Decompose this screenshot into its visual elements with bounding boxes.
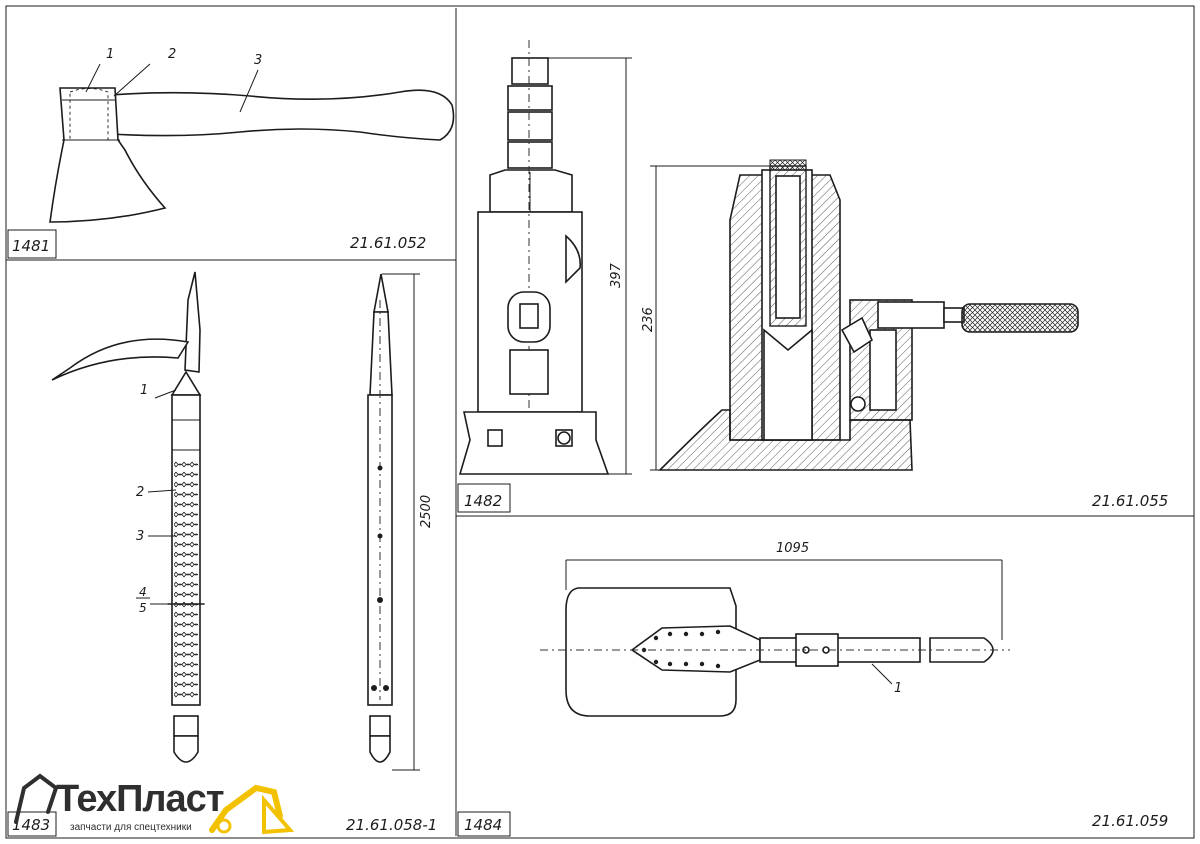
panel-1484: 1095 1 1484 21.61.059 — [457, 541, 1168, 837]
callout-4: 4 — [139, 585, 147, 599]
logo-brand: ТехПласт — [56, 778, 224, 821]
axe-drawing — [49, 63, 455, 223]
dimension-2500: 2500 — [419, 495, 434, 528]
shovel-drawing — [540, 559, 1010, 717]
sheet-frame — [5, 5, 1195, 839]
panel-number: 1481 — [12, 237, 50, 255]
panel-code: 21.61.055 — [1092, 492, 1168, 510]
callout-1: 1 — [894, 681, 902, 696]
panel-code: 21.61.052 — [350, 234, 426, 252]
callout-3: 3 — [254, 53, 262, 68]
logo-brand-part1: Тех — [56, 778, 117, 820]
dimension-1095: 1095 — [776, 541, 809, 556]
dimension-236: 236 — [641, 307, 656, 332]
panel-code: 21.61.058-1 — [346, 816, 437, 834]
jack-front-view — [458, 40, 632, 475]
dimension-397: 397 — [609, 262, 624, 288]
panel-number: 1482 — [464, 492, 502, 510]
callout-1: 1 — [140, 383, 148, 398]
techplast-logo: ТехПласт запчасти для спецтехники — [12, 770, 302, 840]
panel-code: 21.61.059 — [1092, 812, 1168, 830]
logo-brand-part2: Пласт — [116, 778, 224, 820]
panel-1483: 1 2 3 4 5 2500 1483 21.61.058-1 — [7, 271, 437, 837]
callout-5: 5 — [139, 601, 147, 615]
jack-section-view — [650, 159, 1079, 471]
hook-pole-drawing — [51, 271, 205, 763]
panel-number: 1484 — [464, 816, 502, 834]
callout-1: 1 — [106, 47, 114, 62]
pole-side-drawing — [367, 273, 420, 771]
callout-2: 2 — [136, 485, 144, 500]
callout-3: 3 — [136, 529, 144, 544]
panel-number: 1483 — [12, 816, 50, 834]
excavator-logo-icon — [14, 773, 295, 835]
callout-2: 2 — [168, 47, 176, 62]
panel-1481: 1 2 3 1481 21.61.052 — [7, 47, 455, 259]
panel-1482: 397 236 1482 21.6 — [457, 40, 1168, 513]
logo-tagline: запчасти для спецтехники — [70, 822, 192, 833]
